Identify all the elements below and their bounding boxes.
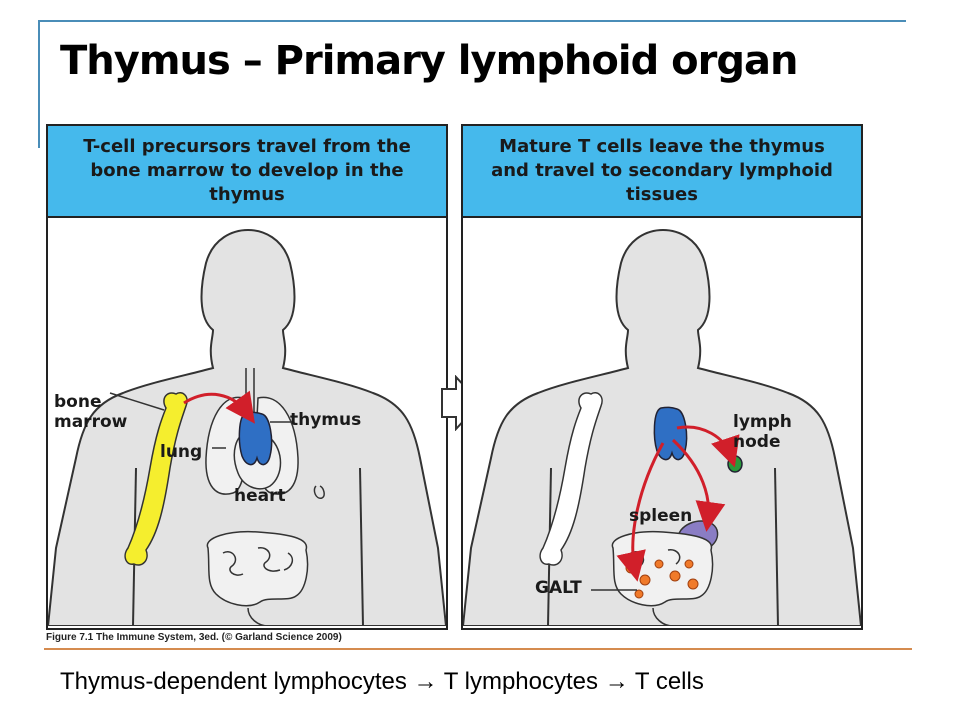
lung-label: lung: [160, 442, 203, 462]
right-body-illustration: [463, 228, 861, 626]
right-panel: Mature T cells leave the thymus and trav…: [461, 124, 863, 630]
thymus-shape: [238, 411, 273, 466]
slide-frame-left: [38, 20, 40, 148]
bone-marrow-label: bone marrow: [54, 392, 128, 432]
left-body-illustration: [48, 228, 446, 626]
slide-title: Thymus – Primary lymphoid organ: [60, 38, 798, 84]
heart-label: heart: [234, 486, 286, 506]
left-panel-header-text: T-cell precursors travel from the bone m…: [83, 136, 411, 205]
bone-shape: [124, 392, 188, 566]
slide-subtitle: Thymus-dependent lymphocytes → T lymphoc…: [60, 668, 704, 695]
right-panel-header: Mature T cells leave the thymus and trav…: [463, 126, 861, 218]
arrow-thymus-to-lymph-node: [676, 425, 740, 468]
intestines-shape: [206, 530, 309, 626]
bottom-rule: [44, 648, 912, 650]
thymus-label: thymus: [290, 410, 362, 430]
spleen-label: spleen: [629, 506, 693, 526]
left-panel: T-cell precursors travel from the bone m…: [46, 124, 448, 630]
left-panel-header: T-cell precursors travel from the bone m…: [48, 126, 446, 218]
arrow-thymus-to-galt: [616, 442, 665, 582]
right-panel-header-text: Mature T cells leave the thymus and trav…: [491, 136, 833, 205]
galt-label: GALT: [535, 578, 582, 598]
lymph-node-shape: [727, 455, 743, 473]
slide-frame-top: [38, 20, 906, 22]
lymph-node-label: lymph node: [733, 412, 792, 452]
arrow-thymus-to-spleen: [671, 438, 726, 532]
arrow-bone-to-thymus: [183, 390, 255, 424]
figure-caption: Figure 7.1 The Immune System, 3ed. (© Ga…: [46, 632, 342, 643]
bone-outline-shape: [539, 392, 603, 566]
